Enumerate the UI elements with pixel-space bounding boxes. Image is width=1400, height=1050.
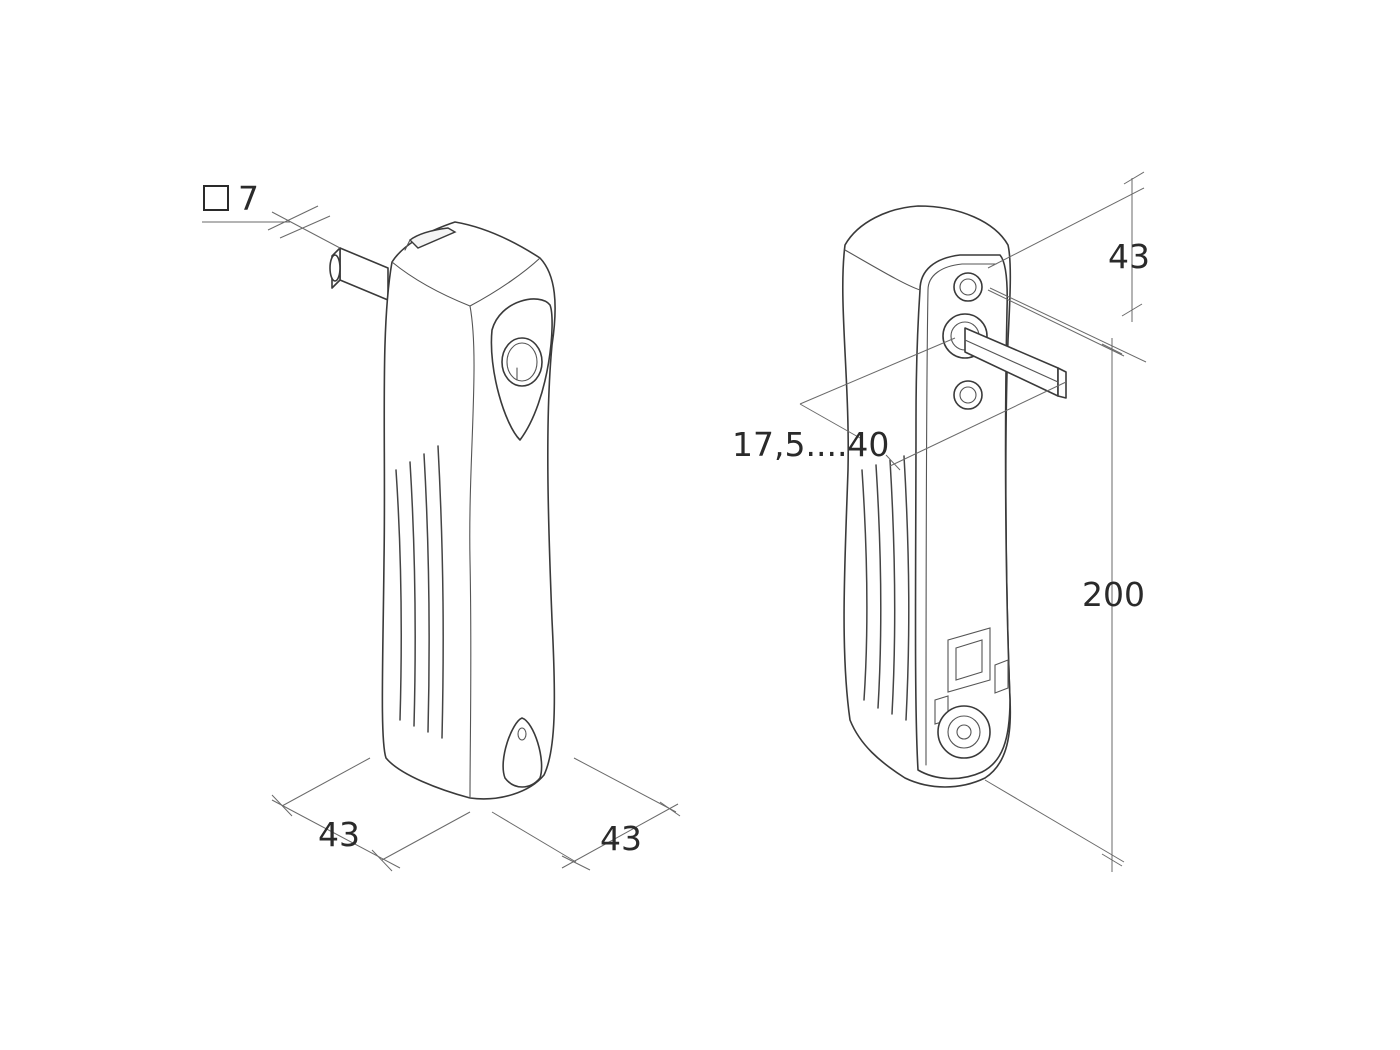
vent-grooves: [395, 445, 444, 739]
back-range-label: 17,5....40: [732, 425, 889, 464]
hex-shaft: [964, 327, 1067, 399]
mounting-plate: [914, 254, 1011, 780]
screw-top-icon: [953, 272, 983, 302]
screw-bottom-icon: [953, 380, 983, 410]
front-view: [329, 221, 556, 800]
side-grooves: [861, 455, 910, 721]
cable-gland-icon: [937, 705, 991, 759]
back-height-label: 200: [1082, 575, 1145, 614]
square-drive-label: 7: [238, 179, 259, 218]
front-depth-label: 43: [318, 815, 360, 854]
back-view: [841, 205, 1067, 788]
square-shaft: [329, 247, 389, 301]
back-top-label: 43: [1108, 237, 1150, 276]
front-view-dimensions: [202, 185, 681, 872]
square-symbol: [203, 185, 229, 211]
power-button-icon: [501, 337, 543, 387]
back-view-dimensions: [799, 171, 1147, 872]
front-width-label: 43: [600, 819, 642, 858]
indicator-led-icon: [502, 717, 543, 788]
